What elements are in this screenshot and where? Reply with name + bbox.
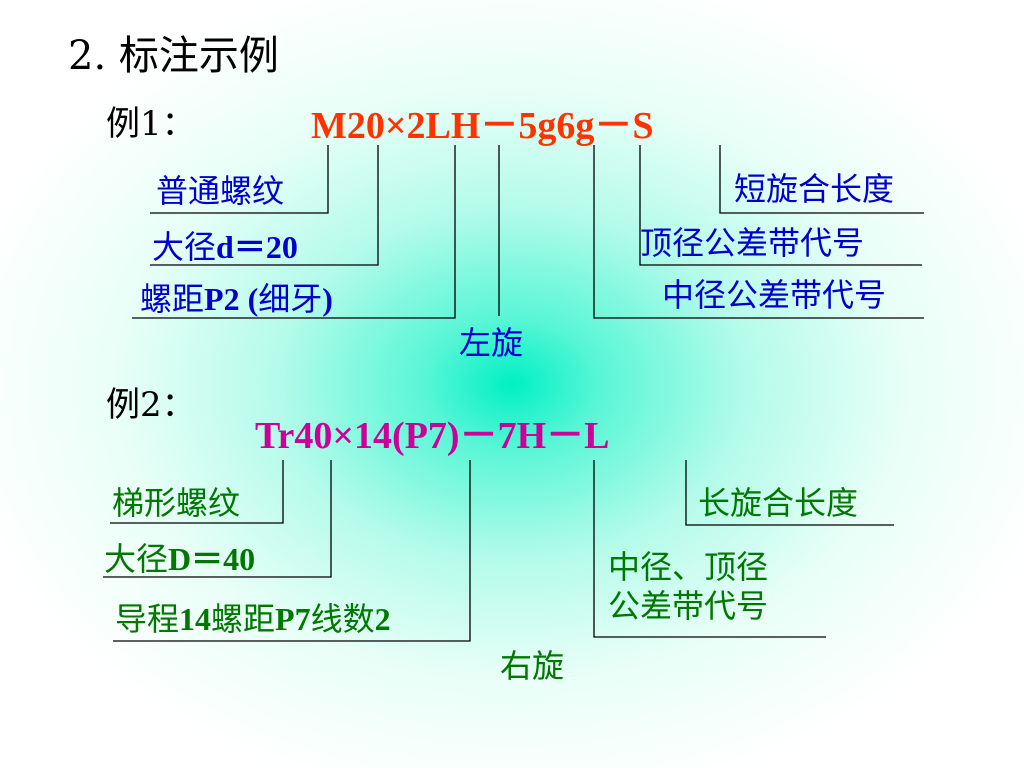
label-major-diameter-2: 大径D＝40: [104, 540, 256, 578]
leader-major-diameter-2: [103, 460, 332, 578]
leader-lead-2: [113, 460, 471, 642]
label-thread-type-2: 梯形螺纹: [112, 484, 241, 522]
leader-long-length-2: [685, 460, 894, 526]
label-left-hand-1: 左旋: [459, 324, 524, 362]
label-pitch-tolerance-1: 中径公差带代号: [662, 276, 887, 314]
leader-thread-type-2: [110, 460, 284, 524]
example2-heading: 例2：: [106, 385, 196, 425]
label-short-length-1: 短旋合长度: [734, 170, 895, 208]
label-pitch-1: 螺距P2 (细牙): [140, 280, 333, 318]
leader-tolerance-2: [593, 460, 826, 638]
leader-major-diameter-1: [150, 145, 379, 266]
slide-title: 2. 标注示例: [68, 33, 279, 79]
leader-thread-type-1: [150, 145, 329, 214]
example2-code: Tr40×14(P7)－7H－L: [255, 415, 610, 457]
leader-pitch-tolerance-1: [593, 145, 924, 319]
label-lead-2: 导程14螺距P7线数2: [115, 600, 391, 638]
leader-crest-tolerance-1: [639, 145, 922, 266]
example1-code: M20×2LH－5g6g－S: [311, 105, 654, 147]
label-right-hand-2: 右旋: [500, 647, 565, 685]
example1-heading: 例1：: [106, 104, 196, 144]
label-crest-tolerance-1: 顶径公差带代号: [640, 224, 865, 262]
label-major-diameter-1: 大径d＝20: [152, 228, 298, 266]
label-tolerance-2: 中径、顶径 公差带代号: [608, 548, 769, 625]
label-thread-type-1: 普通螺纹: [156, 172, 285, 210]
leader-pitch-1: [132, 145, 456, 319]
label-long-length-2: 长旋合长度: [698, 484, 859, 522]
leader-short-length-1: [719, 145, 924, 214]
